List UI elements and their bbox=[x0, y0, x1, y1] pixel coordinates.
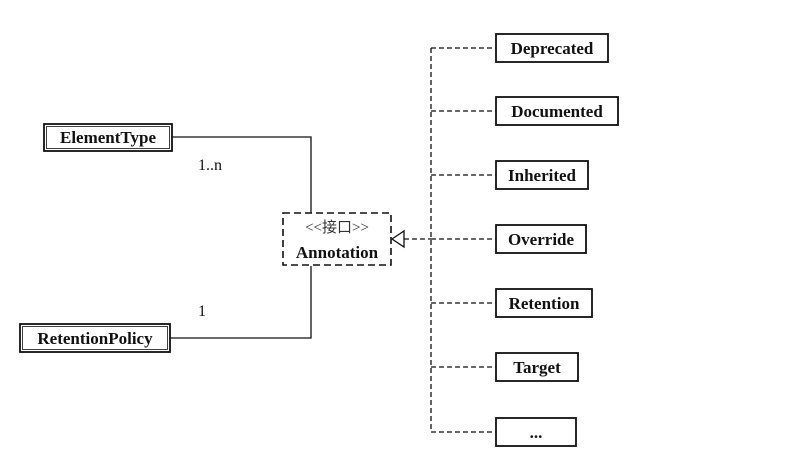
retentionpolicy-class-box-inner bbox=[22, 326, 168, 350]
elementtype-class-box bbox=[43, 123, 173, 152]
deprecated-class-box bbox=[495, 33, 609, 63]
elementtype-class-name: ElementType bbox=[60, 128, 156, 147]
retention-class-box bbox=[495, 288, 593, 318]
association-line-elementtype bbox=[172, 136, 312, 214]
interface-box bbox=[282, 212, 392, 266]
elementtype-class-box-inner bbox=[46, 126, 170, 149]
association-line-retentionpolicy bbox=[170, 266, 312, 339]
retentionpolicy-multiplicity: 1 bbox=[198, 303, 206, 320]
inherited-class-name: Inherited bbox=[508, 166, 577, 185]
override-class-box bbox=[495, 224, 587, 254]
documented-class-box bbox=[495, 96, 619, 126]
more-class-box bbox=[495, 417, 577, 447]
override-class-name: Override bbox=[508, 230, 575, 249]
retention-class-name: Retention bbox=[509, 294, 580, 313]
inherited-class-box bbox=[495, 160, 589, 190]
retentionpolicy-class-box bbox=[19, 323, 171, 353]
more-class-name: ... bbox=[530, 423, 543, 442]
interface-name: Annotation bbox=[296, 243, 379, 262]
target-class-box bbox=[495, 352, 579, 382]
elementtype-multiplicity: 1..n bbox=[198, 157, 222, 174]
deprecated-class-name: Deprecated bbox=[511, 39, 594, 58]
interface-stereotype: <<接口>> bbox=[305, 219, 369, 236]
retentionpolicy-class-name: RetentionPolicy bbox=[37, 329, 153, 348]
target-class-name: Target bbox=[513, 358, 561, 377]
realization-arrowhead-icon bbox=[390, 229, 405, 249]
documented-class-name: Documented bbox=[511, 102, 603, 121]
